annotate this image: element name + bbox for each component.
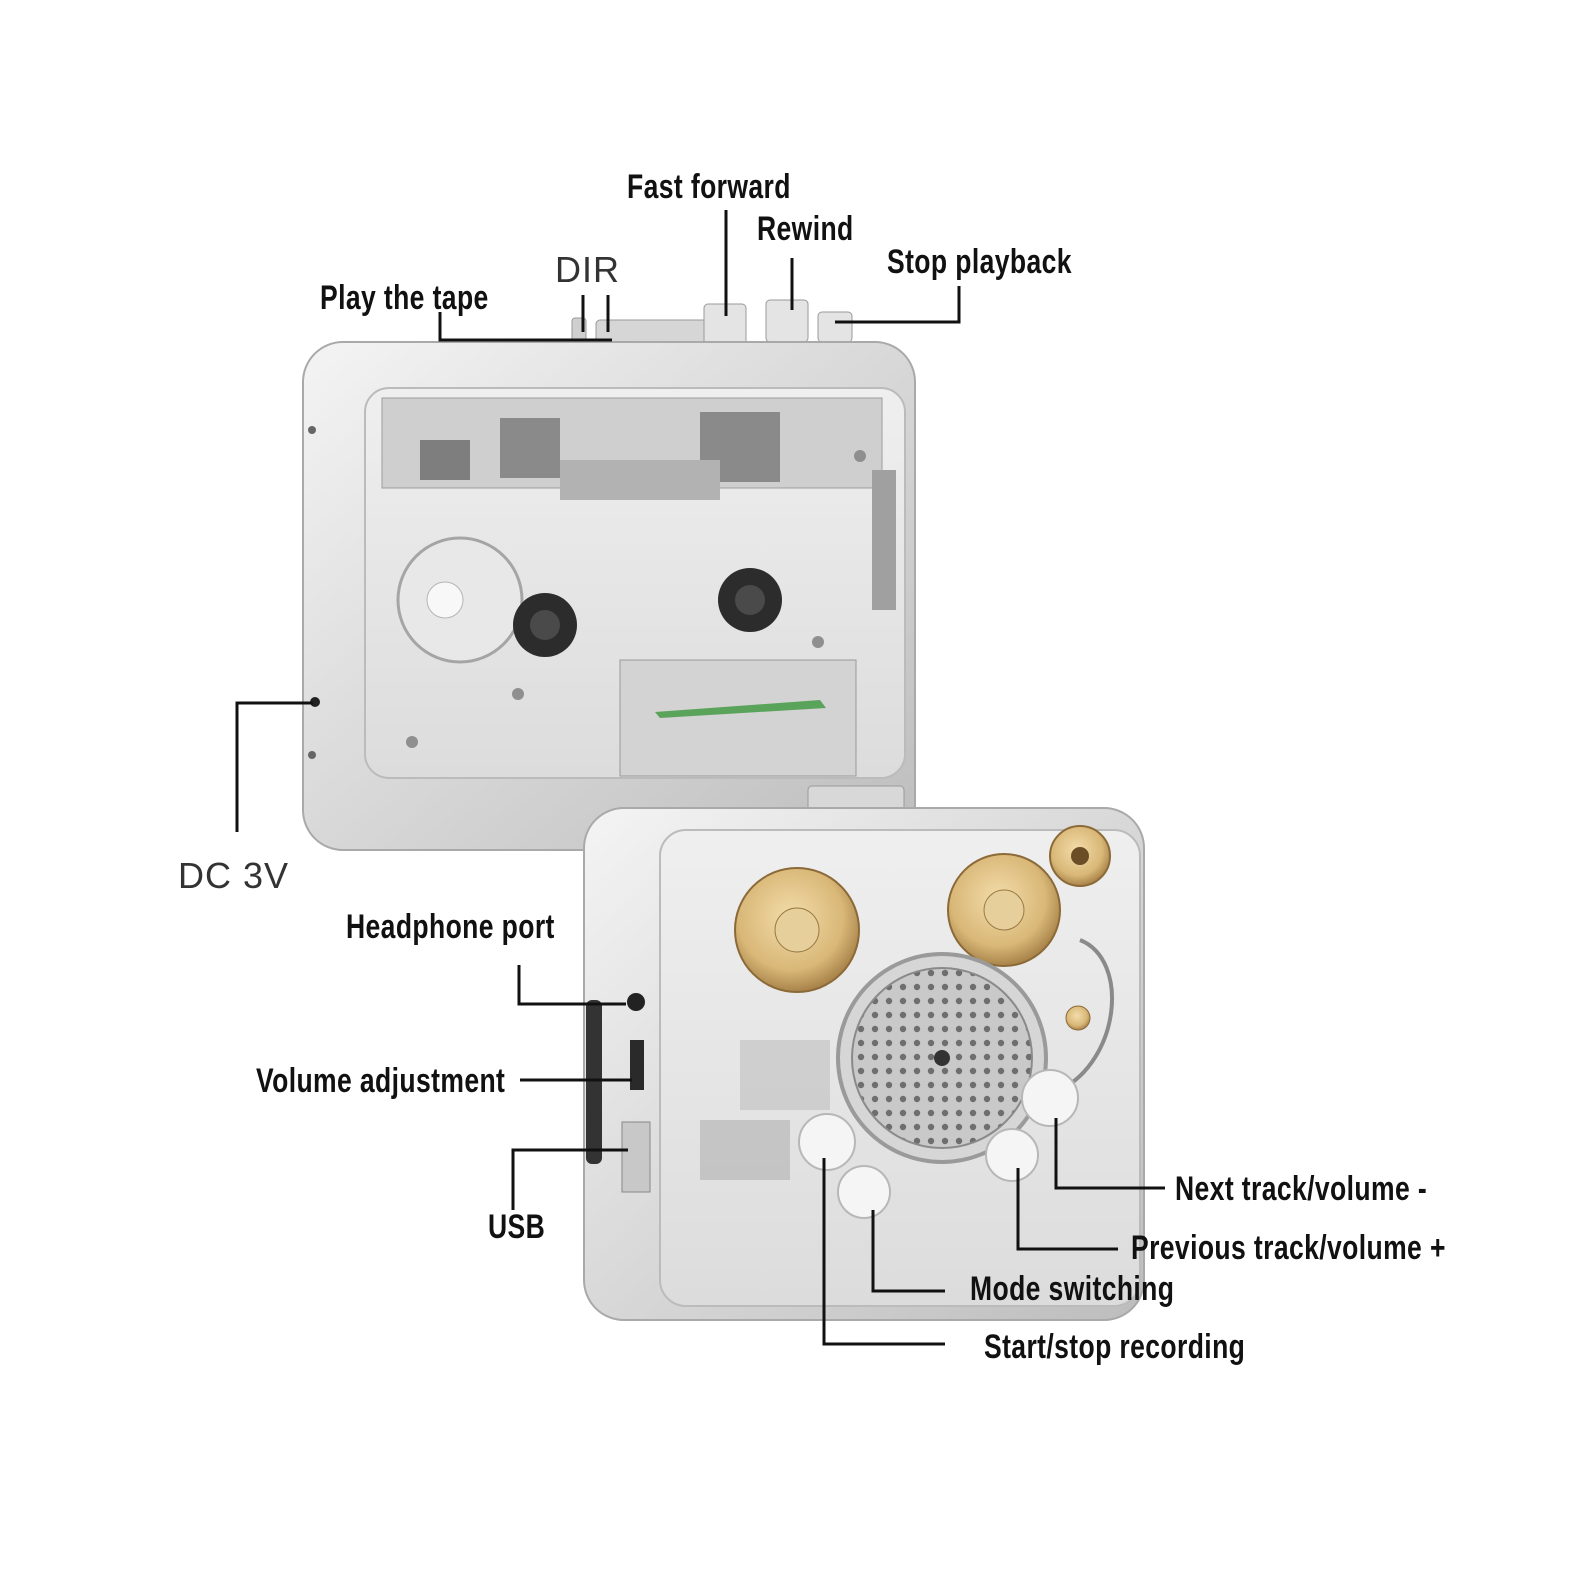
usb-label: USB [488,1208,546,1246]
next-track-label: Next track/volume - [1175,1170,1428,1208]
play-the-tape-label: Play the tape [320,279,489,317]
volume-adjustment-label: Volume adjustment [256,1062,506,1100]
prev-button-shape [985,1128,1039,1182]
previous-track-label: Previous track/volume + [1131,1229,1446,1267]
dir-label: DIR [555,249,620,290]
fast-forward-label: Fast forward [627,168,791,206]
volume-wheel-shape [586,1000,602,1164]
cassette-player-back [583,785,1145,1321]
start-stop-recording-label: Start/stop recording [984,1328,1246,1366]
mode-switching-label: Mode switching [970,1270,1175,1308]
headphone-port-label: Headphone port [346,908,555,946]
next-button-shape [1021,1069,1079,1127]
record-button-shape [798,1113,856,1171]
stop-button-shape [817,311,853,343]
leader-lines [235,210,1165,1346]
headphone-jack-shape [627,993,645,1011]
stop-playback-label: Stop playback [887,243,1072,281]
mode-button-shape [837,1165,891,1219]
dc-3v-label: DC 3V [178,855,290,896]
rewind-label: Rewind [757,210,854,248]
usb-port-shape [621,1121,651,1193]
rewind-button-shape [765,299,809,343]
cassette-player-front [302,299,916,851]
